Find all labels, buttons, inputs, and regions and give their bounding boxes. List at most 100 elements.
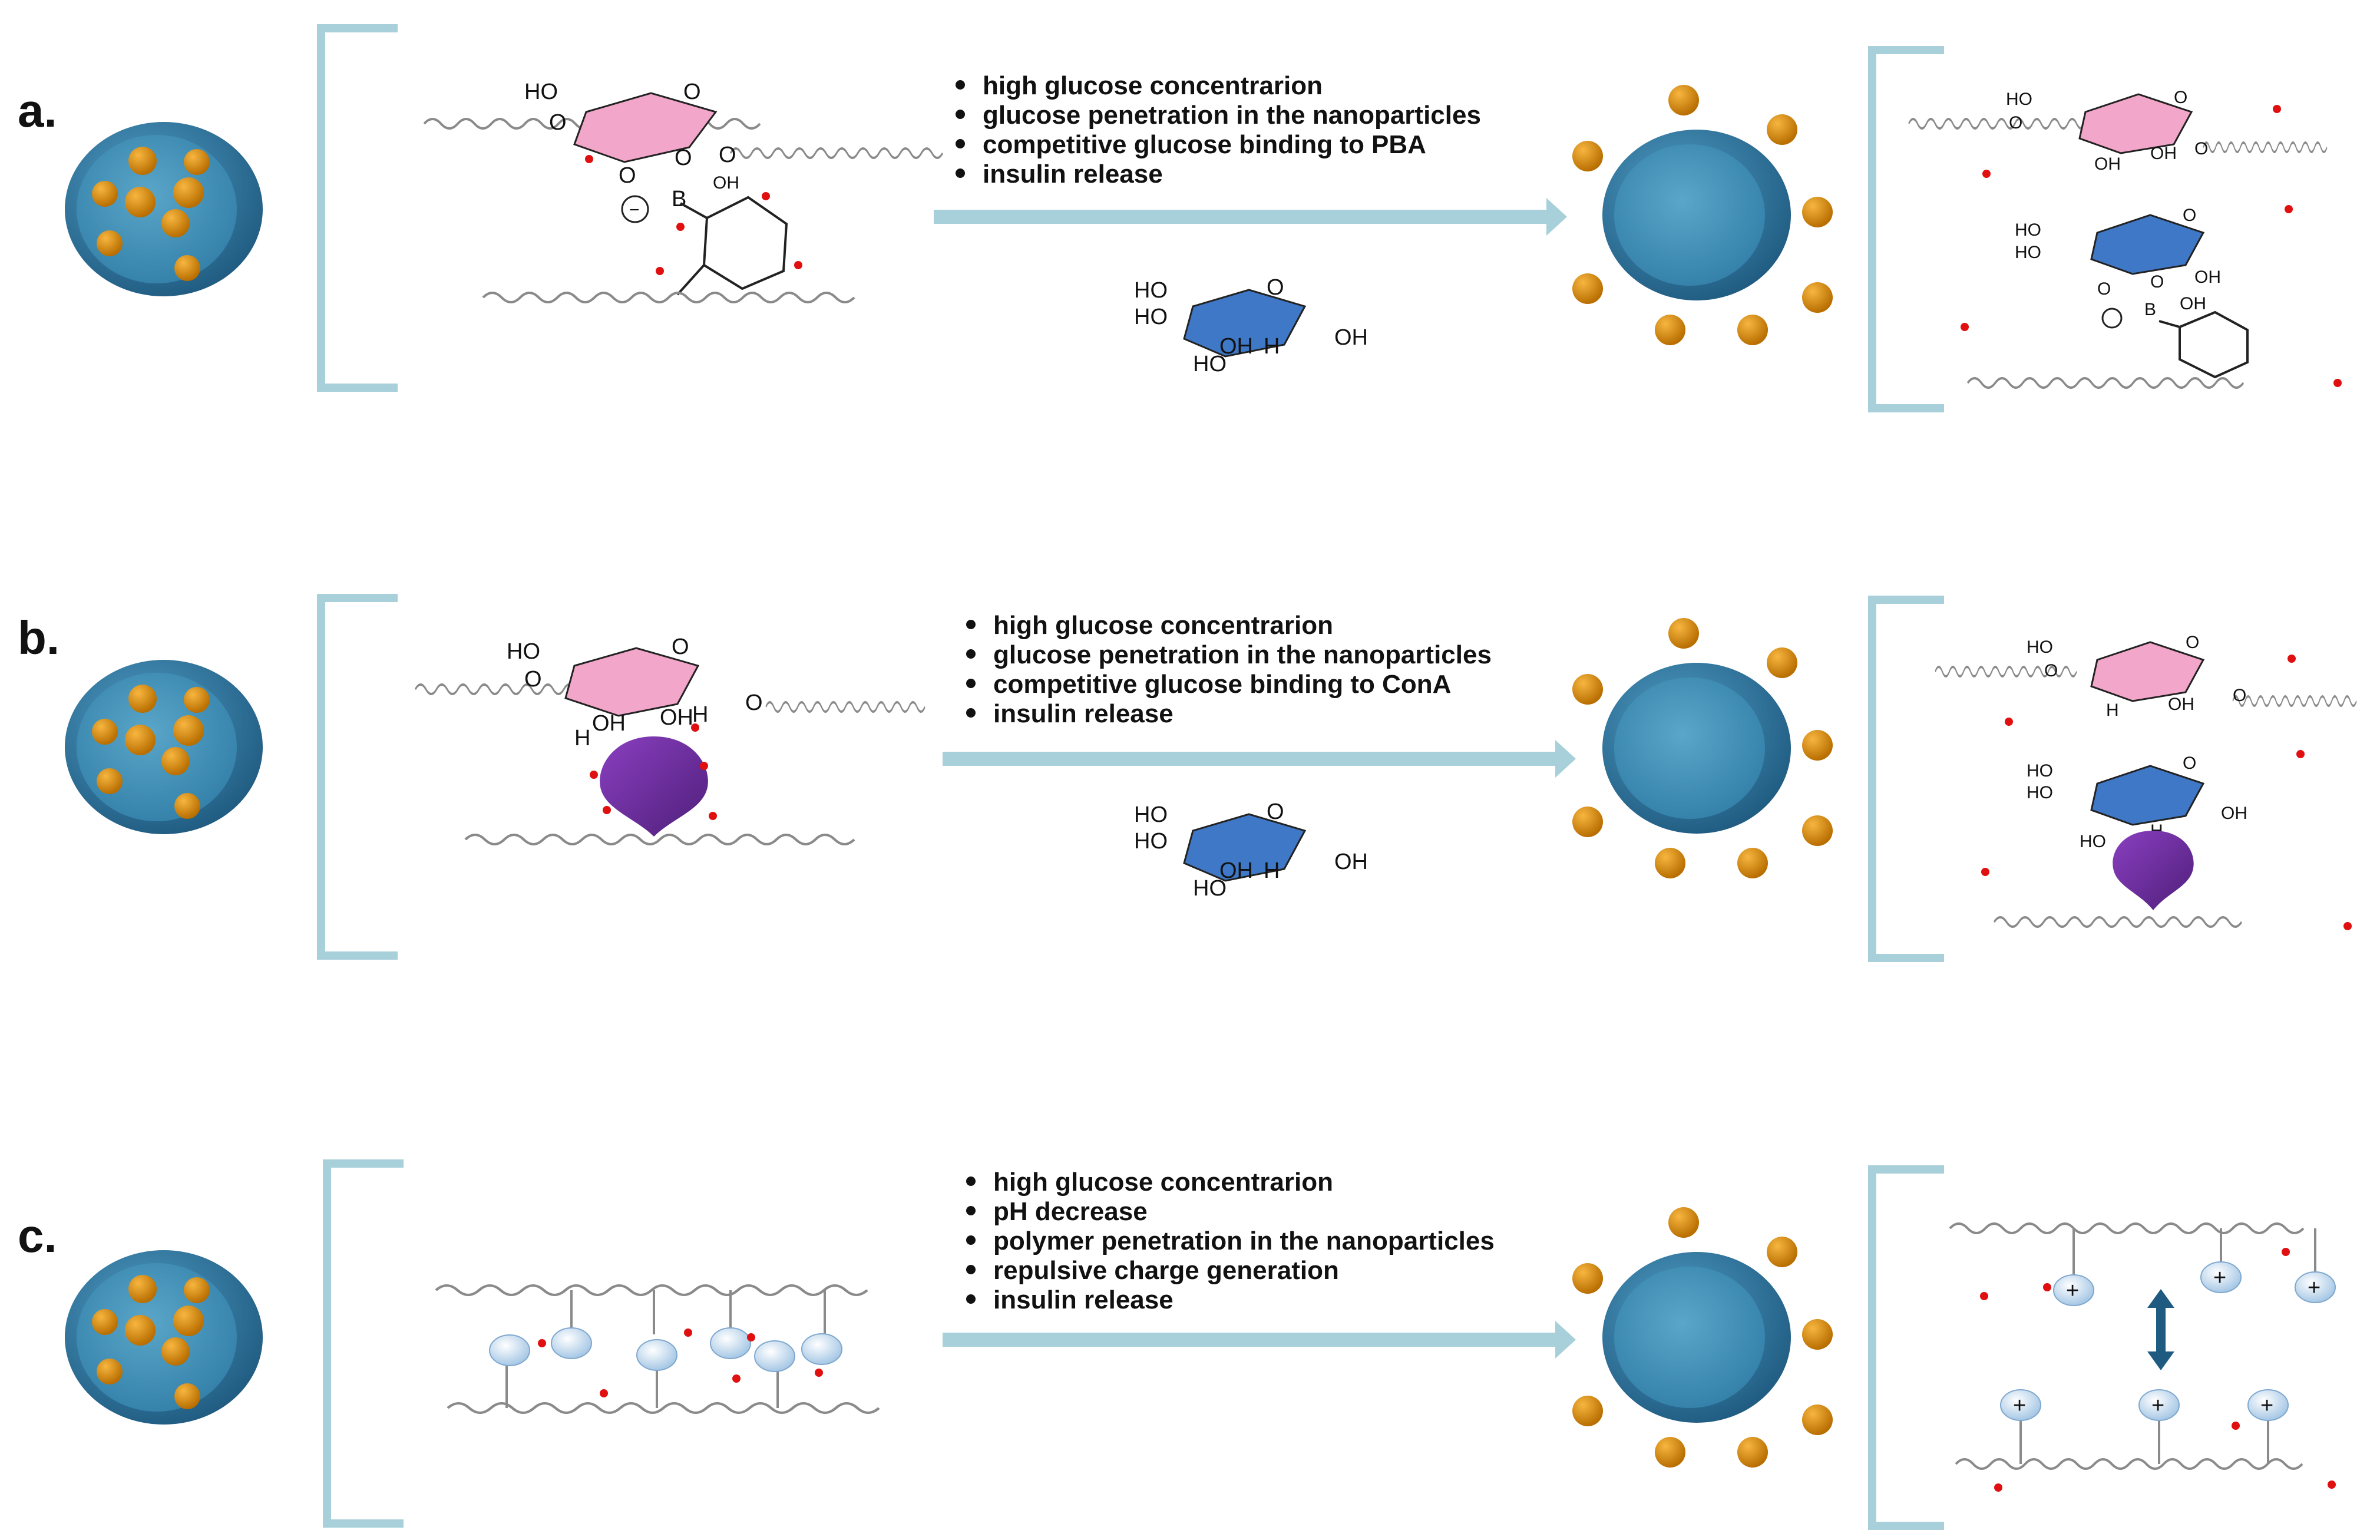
chem-o: O xyxy=(2183,206,2196,225)
chem-oh: OH xyxy=(592,711,626,736)
chem-h: H xyxy=(574,726,590,751)
positive-charge-icon: + xyxy=(2260,1393,2273,1418)
cona-protein-icon xyxy=(600,736,708,837)
nanoparticle-releasing-insulin-icon xyxy=(1572,1207,1833,1468)
nanoparticle-releasing-insulin-icon xyxy=(1572,85,1833,345)
glucose-dots-bracket-b xyxy=(590,723,717,820)
positive-charge-icon: + xyxy=(2308,1275,2320,1300)
bracket-right-a xyxy=(1868,46,1944,412)
chem-oh: OH xyxy=(1219,858,1253,883)
cationic-bead: + xyxy=(2200,1261,2242,1293)
chem-o: O xyxy=(1267,799,1284,824)
negative-charge-icon xyxy=(621,195,649,223)
free-glucose-molecule-a: HO HO O OH H OH HO xyxy=(1134,275,1368,376)
condition-item: insulin release xyxy=(993,699,1174,728)
chem-h: H xyxy=(692,702,708,727)
conditions-list-c: high glucose concentrarion pH decrease p… xyxy=(966,1168,1495,1314)
positive-charge-icon: + xyxy=(2013,1393,2026,1418)
reaction-arrow-a xyxy=(934,198,1567,236)
double-headed-arrow-icon xyxy=(2147,1289,2174,1370)
chem-ho: HO xyxy=(2015,220,2041,240)
nanoparticle-with-insulin-icon xyxy=(65,122,263,296)
conditions-list-a: high glucose concentrarion glucose penet… xyxy=(956,71,1481,189)
chem-h: H xyxy=(1264,334,1280,359)
panel-label-a: a. xyxy=(18,84,57,137)
glucose-dots-bracket-right-c xyxy=(1980,1248,2336,1492)
chem-oh: OH xyxy=(1334,850,1368,874)
reaction-arrow-b xyxy=(943,740,1576,778)
panel-label-b: b. xyxy=(18,612,60,664)
bracket-right-b xyxy=(1868,596,1944,962)
chem-ho: HO xyxy=(1134,305,1168,329)
chem-h: H xyxy=(1264,858,1280,883)
chem-ho: HO xyxy=(1134,829,1168,854)
chem-o: O xyxy=(2150,272,2164,292)
condition-item: high glucose concentrarion xyxy=(993,1168,1333,1197)
glucose-dots-bracket-right-b xyxy=(1981,655,2352,930)
chem-oh: OH xyxy=(1334,325,1368,350)
bracket-left-c xyxy=(323,1159,404,1528)
chem-b: B xyxy=(672,187,686,211)
chem-o: O xyxy=(2183,754,2196,773)
chem-ho: HO xyxy=(507,639,540,664)
glucose-dots-bracket-a xyxy=(585,155,802,275)
chem-o: O xyxy=(675,146,692,170)
chem-o: O xyxy=(619,163,636,188)
chem-oh: OH xyxy=(2180,294,2206,313)
positive-charge-icon: + xyxy=(2213,1265,2226,1290)
chem-h: H xyxy=(2106,700,2119,720)
panel-label-c: c. xyxy=(18,1209,57,1262)
pba-glucose-complex: HO O O O O O B OH − xyxy=(423,80,944,302)
chem-o: O xyxy=(672,634,689,659)
bracket-left-b xyxy=(317,594,398,960)
panel-c: c. xyxy=(18,1159,2336,1530)
nanoparticle-with-insulin-icon xyxy=(65,1250,263,1425)
chem-b: B xyxy=(2144,300,2156,319)
cona-glucose-complex: HO O O OH OH H H O xyxy=(414,634,926,844)
reaction-arrow-c xyxy=(943,1321,1576,1359)
free-glucose-molecule-b: HO HO O OH H OH HO xyxy=(1134,799,1368,901)
chem-ho: HO xyxy=(2015,243,2041,262)
bracket-left-a xyxy=(317,24,398,392)
nanoparticle-releasing-insulin-icon xyxy=(1572,618,1833,878)
condition-item: glucose penetration in the nanoparticles xyxy=(983,101,1481,130)
chem-oh: OH xyxy=(713,173,739,193)
chem-oh: OH xyxy=(2150,144,2177,163)
chem-ho: HO xyxy=(524,80,558,104)
cationic-bead: + xyxy=(2000,1389,2041,1421)
product-complex-a: HO O O OH OH O HO HO O OH O O B OH xyxy=(1908,88,2328,389)
chem-ho: HO xyxy=(2027,761,2053,781)
panel-a: a. HO O O O O O B OH xyxy=(18,24,2342,412)
condition-item: competitive glucose binding to PBA xyxy=(983,130,1426,159)
condition-item: competitive glucose binding to ConA xyxy=(993,670,1451,699)
chem-ho: HO xyxy=(1193,876,1227,901)
bracket-right-c xyxy=(1868,1165,1944,1530)
chem-oh: OH xyxy=(2221,804,2247,823)
negative-charge-icon xyxy=(2101,308,2123,329)
chem-o: O xyxy=(683,80,701,104)
condition-item: polymer penetration in the nanoparticles xyxy=(993,1227,1495,1255)
nanoparticle-with-insulin-icon xyxy=(65,660,263,834)
chem-o: O xyxy=(549,110,567,135)
chem-ho: HO xyxy=(2006,90,2032,109)
chem-o: O xyxy=(745,690,763,715)
condition-item: pH decrease xyxy=(993,1197,1148,1226)
glucose-dots-bracket-c xyxy=(538,1329,823,1397)
condition-item: insulin release xyxy=(983,160,1163,189)
neutral-polymer-network xyxy=(436,1285,879,1413)
cationic-bead: + xyxy=(2247,1389,2289,1421)
chem-oh: OH xyxy=(1219,334,1253,359)
chem-oh: OH xyxy=(660,705,693,730)
condition-item: high glucose concentrarion xyxy=(983,71,1323,100)
glucose-dots-bracket-right-a xyxy=(1961,105,2342,387)
chem-o: O xyxy=(2194,139,2208,158)
chem-ho: HO xyxy=(2027,783,2053,802)
chem-oh: OH xyxy=(2094,154,2121,174)
condition-item: high glucose concentrarion xyxy=(993,611,1333,640)
chem-oh: OH xyxy=(2194,267,2221,287)
chem-oh: OH xyxy=(2168,695,2194,714)
positive-charge-icon: + xyxy=(2066,1278,2079,1303)
chem-o: O xyxy=(2044,661,2058,680)
chem-o: O xyxy=(2233,686,2246,705)
